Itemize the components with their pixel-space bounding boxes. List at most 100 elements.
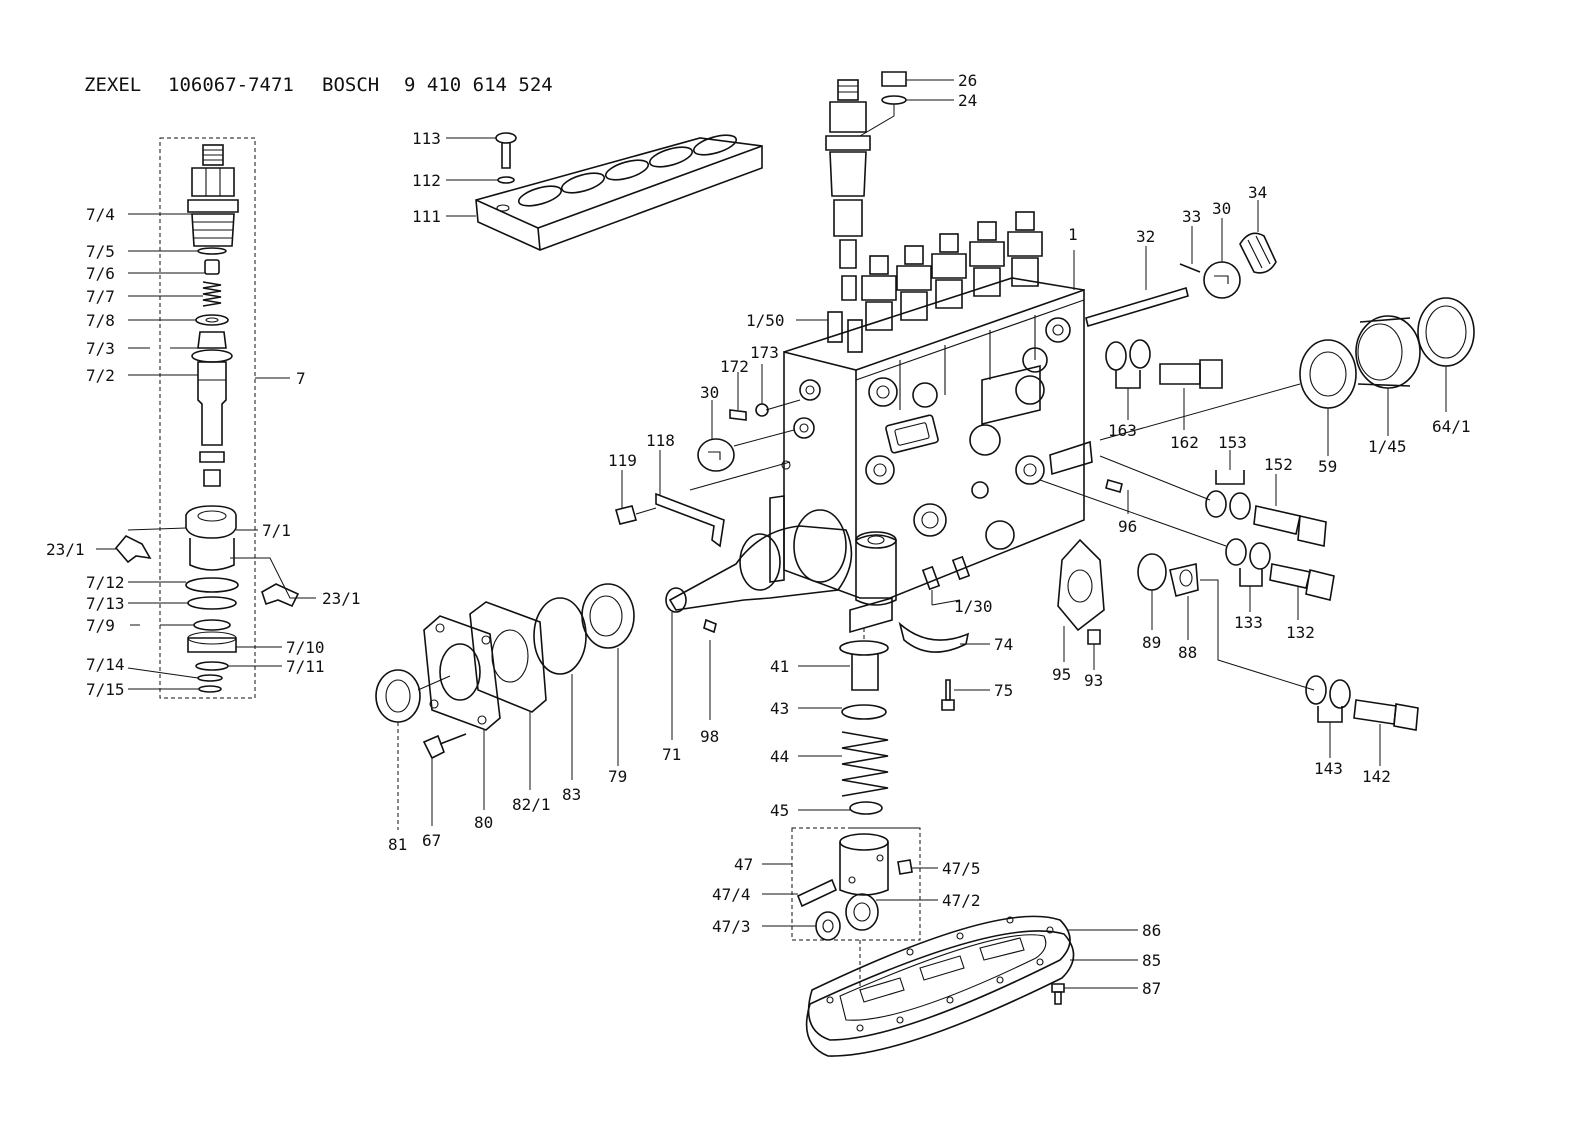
label-7-3: 7/3 <box>86 339 115 358</box>
label-1-50: 1/50 <box>746 311 785 330</box>
part-82-1-gasket <box>469 601 547 713</box>
title-brand-bosch: BOSCH <box>322 74 379 96</box>
label-7-6: 7/6 <box>86 264 115 283</box>
label-7-8: 7/8 <box>86 311 115 330</box>
label-33: 33 <box>1182 207 1201 226</box>
fitting-1 <box>861 255 897 331</box>
part-23-1-right <box>261 583 300 608</box>
part-43-washer <box>841 704 887 720</box>
part-86-gasket <box>807 915 1071 1041</box>
label-163: 163 <box>1108 421 1137 440</box>
label-142: 142 <box>1362 767 1391 786</box>
label-119: 119 <box>608 451 637 470</box>
part-44-spring <box>841 731 889 797</box>
part-85-gasket <box>805 930 1075 1057</box>
part-47-2-roller <box>845 893 879 931</box>
label-83: 83 <box>562 785 581 804</box>
part-172-screw <box>729 409 747 421</box>
label-7-12: 7/12 <box>86 573 125 592</box>
fitting-5 <box>1007 211 1043 287</box>
delivery-valve-assembly <box>96 137 316 699</box>
part-34-plug <box>1239 232 1277 274</box>
part-30-stop <box>1203 261 1241 299</box>
label-7: 7 <box>296 369 306 388</box>
label-47: 47 <box>734 855 753 874</box>
label-118: 118 <box>646 431 675 450</box>
pump-housing-1 <box>769 277 1093 634</box>
part-80-flange <box>423 615 501 731</box>
label-152: 152 <box>1264 455 1293 474</box>
title-brand-zexel: ZEXEL <box>84 74 141 96</box>
part-45-seat <box>849 801 883 815</box>
label-26: 26 <box>958 71 977 90</box>
label-7-15: 7/15 <box>86 680 125 699</box>
exploded-valve-top <box>825 79 871 301</box>
label-75: 75 <box>994 681 1013 700</box>
group-47-box <box>791 827 921 941</box>
part-142-bolt <box>1353 699 1397 725</box>
label-143: 143 <box>1314 759 1343 778</box>
right-parts <box>1039 200 1475 766</box>
label-1: 1 <box>1068 225 1078 244</box>
part-7-4-hex <box>191 167 235 197</box>
part-162-bolt <box>1159 363 1201 385</box>
label-7-13: 7/13 <box>86 594 125 613</box>
label-1-45: 1/45 <box>1368 437 1407 456</box>
label-7-10: 7/10 <box>286 638 325 657</box>
part-30-cap <box>697 438 735 472</box>
part-41 <box>839 640 889 656</box>
element-fittings <box>796 71 1075 353</box>
part-96-screw <box>1105 479 1123 493</box>
part-labels: 26 24 113 112 111 7/4 7/5 7/6 7/7 7/8 7/… <box>46 71 1471 998</box>
part-67-screw <box>422 734 446 760</box>
label-173: 173 <box>750 343 779 362</box>
part-1-45-ring <box>1355 315 1421 389</box>
part-119-screw <box>615 505 637 525</box>
part-74 <box>898 621 970 653</box>
label-47-3: 47/3 <box>712 917 751 936</box>
label-86: 86 <box>1142 921 1161 940</box>
part-59-bearing <box>1299 339 1357 409</box>
label-67: 67 <box>422 831 441 850</box>
part-87-screw <box>1051 983 1065 993</box>
label-93: 93 <box>1084 671 1103 690</box>
label-45: 45 <box>770 801 789 820</box>
part-32-rack <box>1085 286 1189 328</box>
label-44: 44 <box>770 747 789 766</box>
title-zexel-number: 106067-7471 <box>168 74 294 96</box>
label-162: 162 <box>1170 433 1199 452</box>
label-81: 81 <box>388 835 407 854</box>
part-47-3-bushing <box>815 911 841 941</box>
diagram-title: ZEXEL 106067-7471 BOSCH 9 410 614 524 <box>84 74 553 96</box>
tappet-parts <box>762 538 1105 990</box>
part-81-seal <box>375 669 421 723</box>
part-152-bolt <box>1253 505 1301 535</box>
label-82-1: 82/1 <box>512 795 551 814</box>
fitting-2 <box>896 245 932 321</box>
label-1-30: 1/30 <box>954 597 993 616</box>
label-7-11: 7/11 <box>286 657 325 676</box>
part-83-oring <box>533 597 587 675</box>
label-112: 112 <box>412 171 441 190</box>
label-7-1: 7/1 <box>262 521 291 540</box>
label-89: 89 <box>1142 633 1161 652</box>
label-96: 96 <box>1118 517 1137 536</box>
part-23-1-left <box>114 535 152 564</box>
fitting-3 <box>931 233 967 309</box>
part-153-bracket <box>1215 470 1245 485</box>
label-98: 98 <box>700 727 719 746</box>
part-24-washer <box>881 95 907 105</box>
label-59: 59 <box>1318 457 1337 476</box>
part-95-cover <box>1057 538 1105 632</box>
fitting-4 <box>969 221 1005 297</box>
part-47-5 <box>897 859 913 875</box>
label-133: 133 <box>1234 613 1263 632</box>
label-80: 80 <box>474 813 493 832</box>
part-71-camshaft <box>668 525 853 611</box>
part-7-1 <box>185 505 237 539</box>
label-153: 153 <box>1218 433 1247 452</box>
label-95: 95 <box>1052 665 1071 684</box>
label-23-1-left: 23/1 <box>46 540 85 559</box>
label-74: 74 <box>994 635 1013 654</box>
